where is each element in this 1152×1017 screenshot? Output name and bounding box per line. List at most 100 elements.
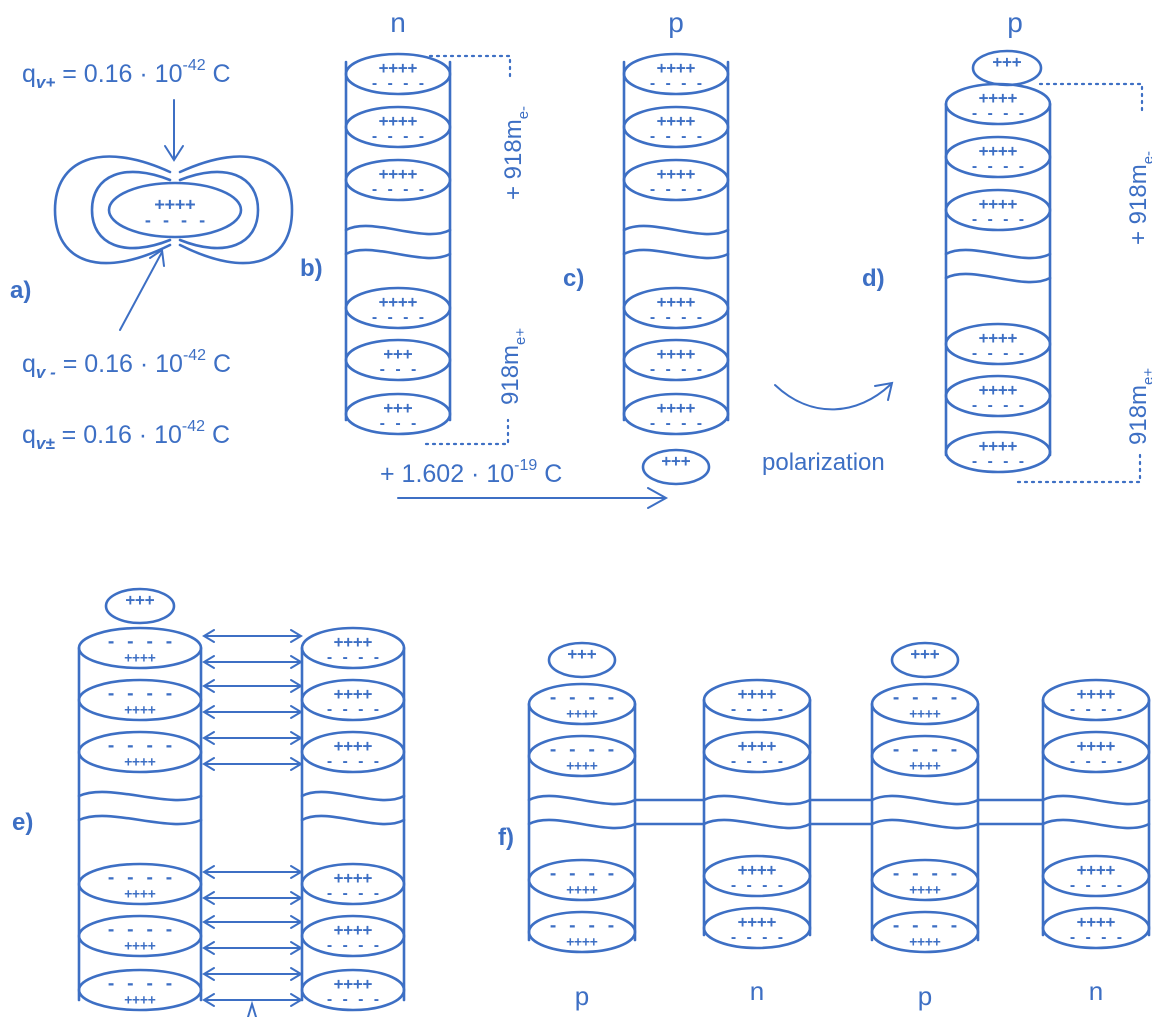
cylinder-f-1-disk-1-bottom-signs: ++++	[566, 707, 597, 722]
cylinder-f-3-disk-1-bottom-signs: ++++	[909, 707, 940, 722]
f-extra-disk-1	[547, 641, 617, 679]
field-line-left-outer	[53, 155, 172, 265]
e-arrow-right-head-8	[290, 891, 303, 905]
cylinder-f-4-disk-4	[1041, 906, 1151, 950]
cylinder-f-1: - - - -++++- - - -++++- - - -++++- - - -…	[527, 682, 637, 954]
e-arrow-left-head-3	[202, 679, 215, 693]
cylinder-f-4-disk-2-bottom-signs: - - - -	[1069, 755, 1124, 770]
cylinder-d-p-disk-4-top-signs: ++++	[979, 328, 1018, 347]
cylinder-d-p-disk-1-bottom-signs: - - - -	[971, 107, 1026, 122]
e-arrow-right-head-11	[290, 967, 303, 981]
cylinder-e-right-disk-5-top-signs: ++++	[334, 920, 373, 939]
cylinder-c-p-disk-3-bottom-signs: - - - -	[649, 183, 704, 198]
field-line-right-inner	[178, 170, 260, 250]
d-mass-top: + 918me-	[1125, 151, 1152, 245]
cylinder-f-2-disk-2-bottom-signs: - - - -	[730, 755, 785, 770]
cylinder-d-p-disk-4-bottom-signs: - - - -	[971, 347, 1026, 362]
cylinder-b-n-disk-1-bottom-signs: - - - -	[371, 77, 426, 92]
cylinder-f-1-wave-1	[527, 794, 637, 806]
panel-c: p c) + 1.602 · 10-19 C	[380, 7, 684, 509]
cylinder-f-3-disk-3	[870, 858, 980, 902]
cylinder-f-4-wave-2	[1041, 818, 1151, 830]
cylinder-f-2-disk-2-top-signs: ++++	[738, 736, 777, 755]
d-dotted-top	[1038, 82, 1144, 112]
cylinder-d-p: ++++- - - -++++- - - -++++- - - -++++- -…	[944, 82, 1052, 474]
cylinder-c-p: ++++- - - -++++- - - -++++- - - -++++- -…	[622, 52, 730, 436]
cylinder-e-left: - - - -++++- - - -++++- - - -++++- - - -…	[77, 626, 203, 1012]
disk-plus: ++++	[155, 195, 196, 215]
cylinder-d-p-disk-1-top-signs: ++++	[979, 88, 1018, 107]
e-arrow-right-head-4	[290, 705, 303, 719]
cylinder-b-n-disk-4	[344, 286, 452, 330]
cylinder-f-1-wave-2	[527, 818, 637, 830]
cylinder-e-right-disk-1-top-signs: ++++	[334, 632, 373, 651]
e-extra-disk	[104, 587, 176, 625]
cylinder-e-right-wave-1	[300, 790, 406, 802]
panel-f-label: f)	[498, 824, 514, 851]
charge-formula: + 1.602 · 10-19 C	[380, 457, 562, 488]
f-extra-disk-2	[890, 641, 960, 679]
cylinder-f-3-disk-3-top-signs: - - - -	[891, 864, 958, 883]
e-bottom-arrow-tip	[247, 1000, 257, 1017]
cylinder-d-p-disk-3-bottom-signs: - - - -	[971, 213, 1026, 228]
cylinder-b-n-disk-4-top-signs: ++++	[379, 292, 418, 311]
e-arrow-right-head-7	[290, 865, 303, 879]
cylinder-c-p-disk-6	[622, 392, 730, 436]
cylinder-e-left-disk-2	[77, 678, 203, 722]
cylinders-layer: ++++- - - -++++- - - -++++- - - -++++- -…	[77, 49, 1151, 1012]
panel-a-label: a)	[10, 277, 31, 304]
polarization-label: polarization	[762, 449, 885, 476]
cylinder-b-n-disk-5	[344, 338, 452, 382]
cylinder-f-3-disk-2-top-signs: - - - -	[891, 740, 958, 759]
cylinder-d-p-disk-3-top-signs: ++++	[979, 194, 1018, 213]
cylinder-e-left-disk-6-top-signs: - - - -	[106, 974, 173, 993]
cylinder-f-1-disk-3-bottom-signs: ++++	[566, 883, 597, 898]
cylinder-e-right-disk-6-bottom-signs: - - - -	[326, 993, 381, 1008]
cylinder-e-left-disk-4-bottom-signs: ++++	[124, 887, 155, 902]
cylinder-c-p-disk-5-bottom-signs: - - - -	[649, 363, 704, 378]
cylinder-e-right-disk-5-bottom-signs: - - - -	[326, 939, 381, 954]
cylinder-c-p-disk-5	[622, 338, 730, 382]
cylinder-e-right: ++++- - - -++++- - - -++++- - - -++++- -…	[300, 626, 406, 1012]
cylinder-b-n-disk-6-bottom-signs: - - -	[378, 417, 417, 432]
cylinder-e-right-disk-1	[300, 626, 406, 670]
cylinder-b-n-disk-1	[344, 52, 452, 96]
e-arrow-left-head-10	[202, 941, 215, 955]
cylinder-e-right-disk-5	[300, 914, 406, 958]
cylinder-f-4: ++++- - - -++++- - - -++++- - - -++++- -…	[1041, 678, 1151, 950]
cylinder-b-n-disk-1-top-signs: ++++	[379, 58, 418, 77]
panel-f: f) p n p n	[498, 824, 1103, 1011]
cylinder-e-left-disk-1-top-signs: - - - -	[106, 632, 173, 651]
cylinder-e-left-disk-5	[77, 914, 203, 958]
cylinder-e-left-disk-2-top-signs: - - - -	[106, 684, 173, 703]
cylinder-d-p-disk-3	[944, 188, 1052, 232]
cylinder-f-4-disk-3	[1041, 854, 1151, 898]
e-arrow-left-head-4	[202, 705, 215, 719]
b-dotted-bottom	[424, 418, 510, 446]
e-arrow-left-head-7	[202, 865, 215, 879]
svg-text:+ 918me-: + 918me-	[1125, 151, 1152, 245]
panel-d-label: d)	[862, 265, 885, 292]
cylinder-c-p-disk-2-top-signs: ++++	[657, 111, 696, 130]
cylinder-e-left-disk-1-bottom-signs: ++++	[124, 651, 155, 666]
cylinder-c-p-disk-6-top-signs: ++++	[657, 398, 696, 417]
e-arrow-right-head-1	[290, 629, 303, 643]
cylinder-e-right-disk-2-top-signs: ++++	[334, 684, 373, 703]
f-link-bands	[633, 798, 1045, 826]
panel-b-label: b)	[300, 255, 323, 282]
cylinder-f-3-disk-3-bottom-signs: ++++	[909, 883, 940, 898]
e-arrow-left-head-12	[202, 993, 215, 1007]
q-plus-formula: qv+ = 0.16 · 10-42 C	[22, 57, 231, 92]
cylinder-e-left-disk-3-top-signs: - - - -	[106, 736, 173, 755]
cylinder-d-p-disk-5-top-signs: ++++	[979, 380, 1018, 399]
cylinder-e-right-wave-2	[300, 814, 406, 826]
cylinder-f-3-disk-4-bottom-signs: ++++	[909, 935, 940, 950]
e-arrow-right-head-6	[290, 757, 303, 771]
d-extra-disk-top-signs: +++	[993, 52, 1022, 71]
cylinder-d-p-disk-6-top-signs: ++++	[979, 436, 1018, 455]
cylinder-f-2-disk-4-top-signs: ++++	[738, 912, 777, 931]
cylinder-f-3-disk-1	[870, 682, 980, 726]
cylinder-f-1-disk-3-top-signs: - - - -	[548, 864, 615, 883]
f-label-4: n	[1089, 976, 1103, 1006]
